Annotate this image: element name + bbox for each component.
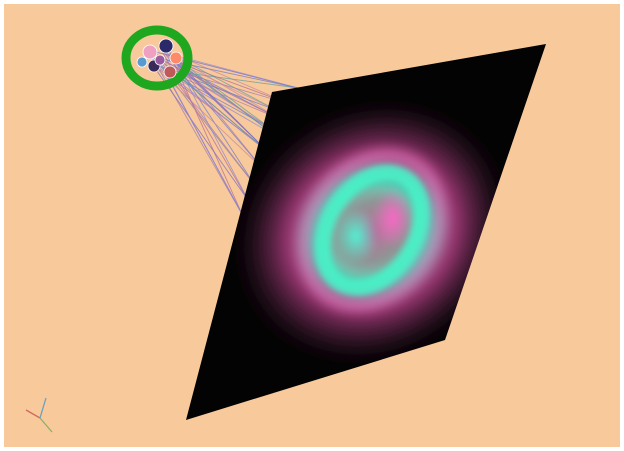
emitter-bulb — [155, 55, 165, 65]
emitter-bulb — [137, 57, 147, 67]
center-pink-lobe — [373, 188, 413, 248]
emitter-bulb — [159, 39, 173, 53]
emitter-bulb — [164, 66, 176, 78]
emitter-bulb — [170, 52, 182, 64]
emitter-bulb — [143, 45, 157, 59]
center-cyan-lobe — [334, 208, 378, 264]
